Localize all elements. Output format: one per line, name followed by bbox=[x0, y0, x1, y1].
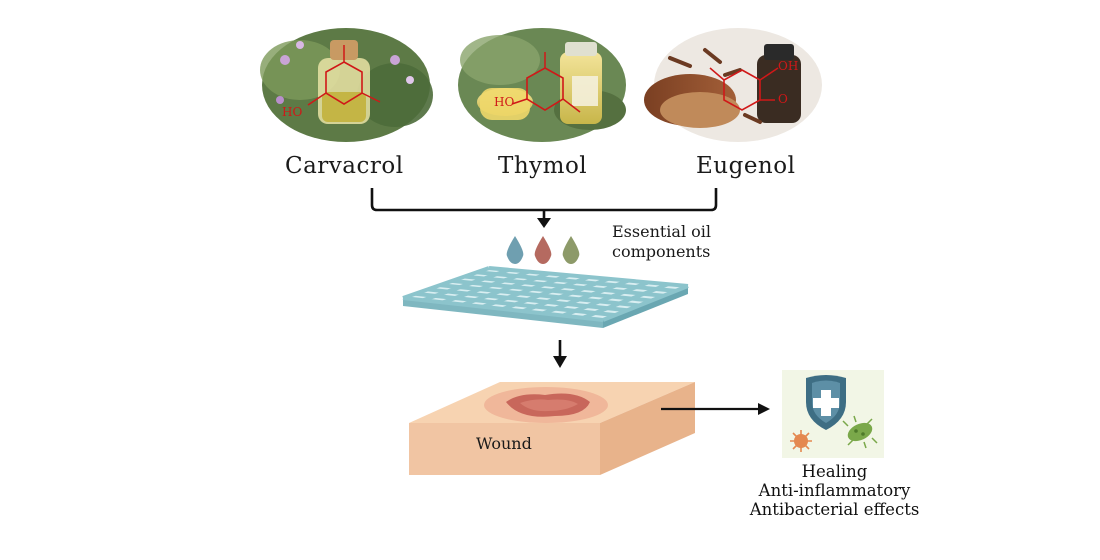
down-arrow bbox=[553, 340, 567, 368]
eugenol-substituent-oh: OH bbox=[778, 59, 798, 73]
effect-anti-inflammatory: Anti-inflammatory bbox=[758, 481, 911, 500]
shield-cross-icon bbox=[806, 375, 846, 430]
compound-label-thymol: Thymol bbox=[498, 153, 588, 179]
bacteria-icon bbox=[790, 415, 878, 452]
thymol-substituent: HO bbox=[494, 95, 514, 109]
mesh-line bbox=[427, 287, 628, 313]
effect-antibacterial: Antibacterial effects bbox=[749, 500, 920, 519]
mesh-line bbox=[451, 278, 652, 303]
compound-label-eugenol: Eugenol bbox=[696, 153, 796, 179]
effects-icon-panel bbox=[782, 370, 884, 458]
bracket-connector bbox=[370, 188, 718, 228]
oil-droplets bbox=[506, 236, 580, 264]
scaffold-mesh bbox=[402, 266, 689, 328]
mesh-line bbox=[476, 270, 677, 293]
carvacrol-image bbox=[260, 28, 433, 142]
essential-oil-line-1: Essential oil bbox=[612, 222, 712, 241]
mesh-line bbox=[464, 274, 664, 298]
essential-oil-line-2: components bbox=[612, 242, 711, 261]
mesh-line bbox=[439, 283, 640, 308]
eugenol-substituent-o: O bbox=[778, 92, 788, 106]
compound-label-carvacrol: Carvacrol bbox=[285, 153, 404, 179]
carvacrol-substituent: HO bbox=[282, 105, 302, 119]
mesh-line bbox=[488, 266, 689, 288]
droplet-green bbox=[562, 236, 580, 264]
wound-label: Wound bbox=[476, 434, 532, 453]
mesh-line bbox=[402, 296, 604, 322]
effects-list: Healing Anti-inflammatory Antibacterial … bbox=[732, 462, 937, 519]
right-arrow bbox=[661, 403, 770, 415]
mesh-line bbox=[415, 291, 616, 318]
eugenol-image bbox=[644, 28, 822, 142]
droplet-blue bbox=[506, 236, 524, 264]
essential-oil-label: Essential oil components bbox=[612, 222, 711, 262]
effect-healing: Healing bbox=[801, 462, 868, 481]
thymol-image bbox=[458, 28, 626, 142]
skin-block bbox=[409, 382, 695, 475]
droplet-red bbox=[534, 236, 552, 264]
